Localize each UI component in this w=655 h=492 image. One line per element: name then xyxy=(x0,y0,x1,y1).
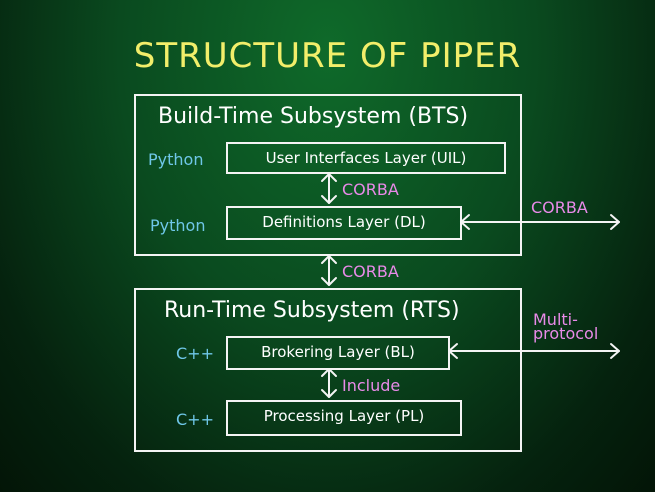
bl-layer-box: Brokering Layer (BL) xyxy=(226,336,450,370)
bts-internal-protocol: CORBA xyxy=(342,180,399,199)
dl-language: Python xyxy=(150,216,206,235)
bl-pl-arrow xyxy=(321,368,337,398)
rts-internal-protocol: Include xyxy=(342,376,401,395)
rts-external-protocol-line1: Multi- xyxy=(533,310,578,329)
rts-title: Run-Time Subsystem (RTS) xyxy=(164,298,460,323)
pl-layer-box: Processing Layer (PL) xyxy=(226,400,462,436)
bts-box xyxy=(134,94,522,256)
rts-external-protocol-line2: protocol xyxy=(533,324,599,343)
bts-title: Build-Time Subsystem (BTS) xyxy=(158,104,469,129)
link-protocol: CORBA xyxy=(342,262,399,281)
bts-external-protocol: CORBA xyxy=(531,198,588,217)
bts-rts-arrow xyxy=(321,255,337,286)
bl-language: C++ xyxy=(176,344,214,363)
uil-language: Python xyxy=(148,150,204,169)
uil-layer-box: User Interfaces Layer (UIL) xyxy=(226,142,506,174)
rts-box xyxy=(134,288,522,452)
page-title: STRUCTURE OF PIPER xyxy=(133,36,522,76)
uil-dl-arrow xyxy=(321,173,337,204)
dl-external-arrow xyxy=(460,214,620,230)
bl-external-arrow xyxy=(448,343,620,359)
pl-language: C++ xyxy=(176,410,214,429)
